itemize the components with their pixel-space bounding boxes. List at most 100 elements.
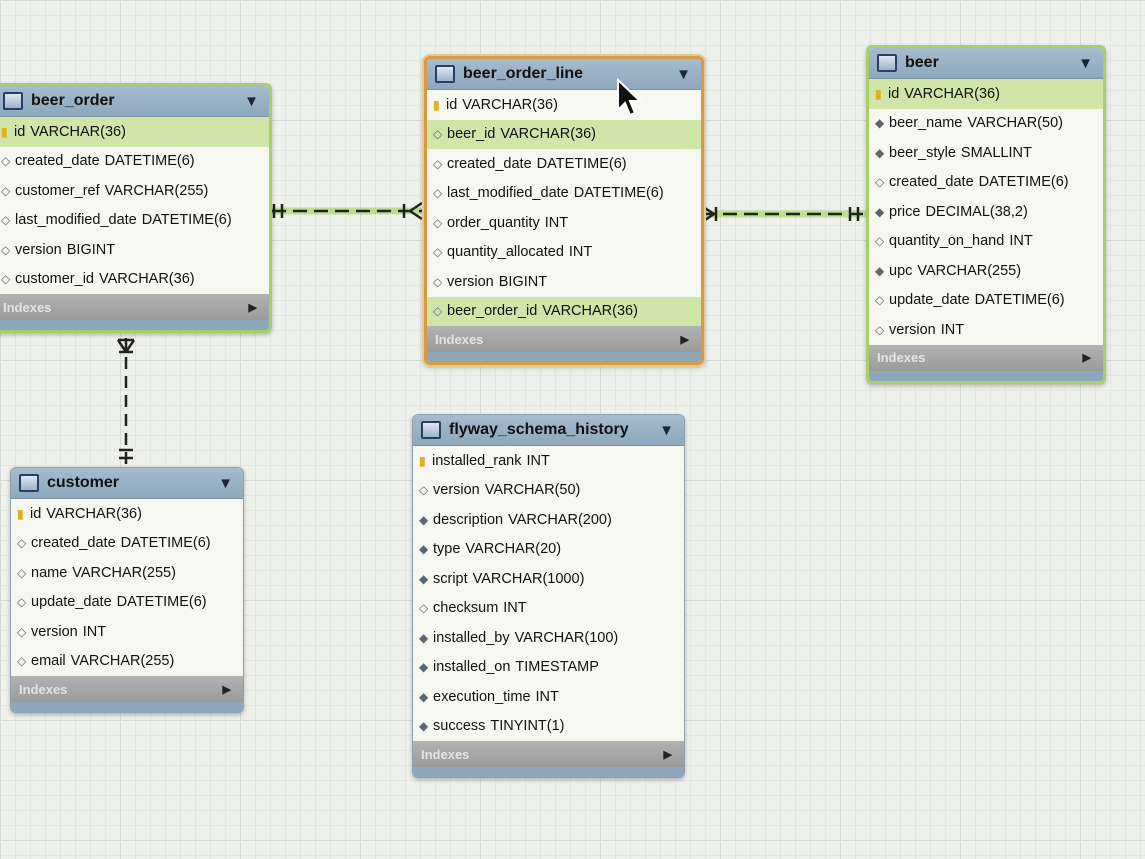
column-name: installed_by — [433, 629, 510, 646]
relationship-order-line-to-beer[interactable] — [701, 204, 866, 224]
triangle-right-icon[interactable]: ▶ — [222, 683, 231, 696]
column-name: checksum — [433, 600, 499, 617]
table-header[interactable]: beer_order ▼ — [0, 86, 269, 117]
diamond-icon: ◇ — [17, 595, 27, 610]
relationship-beer-order-to-order-line[interactable] — [272, 201, 423, 221]
column-name: version — [15, 241, 62, 258]
chevron-down-icon[interactable]: ▼ — [676, 65, 691, 83]
column-type: VARCHAR(36) — [46, 505, 142, 522]
table-footer — [11, 702, 243, 712]
diamond-icon: ◇ — [433, 215, 443, 230]
indexes-section[interactable]: Indexes ▶ — [0, 294, 269, 320]
column-name: version — [31, 623, 78, 640]
column-type: VARCHAR(50) — [967, 115, 1063, 132]
diamond-icon: ◆ — [419, 512, 429, 527]
column-name: price — [889, 203, 921, 220]
column-name: beer_id — [447, 126, 496, 143]
table-header[interactable]: flyway_schema_history ▼ — [413, 415, 684, 446]
column-name: name — [31, 564, 68, 581]
column-name: email — [31, 653, 66, 670]
chevron-down-icon[interactable]: ▼ — [244, 92, 259, 110]
table-header[interactable]: beer_order_line ▼ — [427, 59, 701, 90]
diamond-icon: ◆ — [875, 145, 885, 160]
indexes-section[interactable]: Indexes▶ — [413, 741, 684, 767]
diamond-icon: ◇ — [419, 483, 429, 498]
triangle-right-icon[interactable]: ▶ — [248, 301, 257, 314]
chevron-down-icon[interactable]: ▼ — [218, 474, 233, 492]
column-type: DATETIME(6) — [116, 594, 207, 611]
table-header[interactable]: customer ▼ — [11, 468, 243, 499]
table-footer — [413, 767, 684, 777]
triangle-right-icon[interactable]: ▶ — [663, 748, 672, 761]
column-name: success — [433, 718, 486, 735]
table-icon — [3, 92, 23, 110]
column-name: version — [889, 321, 936, 338]
indexes-label: Indexes — [3, 299, 52, 315]
chevron-down-icon[interactable]: ▼ — [1078, 54, 1093, 72]
column-type: VARCHAR(255) — [72, 564, 176, 581]
column-type: DATETIME(6) — [536, 155, 627, 172]
column-type: VARCHAR(100) — [514, 629, 619, 646]
indexes-section[interactable]: Indexes▶ — [11, 676, 243, 702]
triangle-right-icon[interactable]: ▶ — [680, 333, 689, 346]
column-type: DATETIME(6) — [104, 153, 195, 170]
column-type: TIMESTAMP — [515, 659, 599, 676]
diamond-icon: ◆ — [419, 660, 429, 675]
column-type: DATETIME(6) — [573, 185, 664, 202]
triangle-right-icon[interactable]: ▶ — [1082, 352, 1091, 364]
column-name: upc — [889, 262, 913, 279]
table-icon — [19, 474, 39, 492]
chevron-down-icon[interactable]: ▼ — [659, 421, 674, 439]
indexes-section[interactable]: Indexes▶ — [427, 326, 701, 352]
table-header[interactable]: beer ▼ — [869, 48, 1103, 79]
indexes-section[interactable]: Indexes▶ — [869, 344, 1103, 371]
diamond-icon: ◇ — [433, 274, 443, 289]
relationship-customer-to-beer-order[interactable] — [116, 338, 136, 464]
